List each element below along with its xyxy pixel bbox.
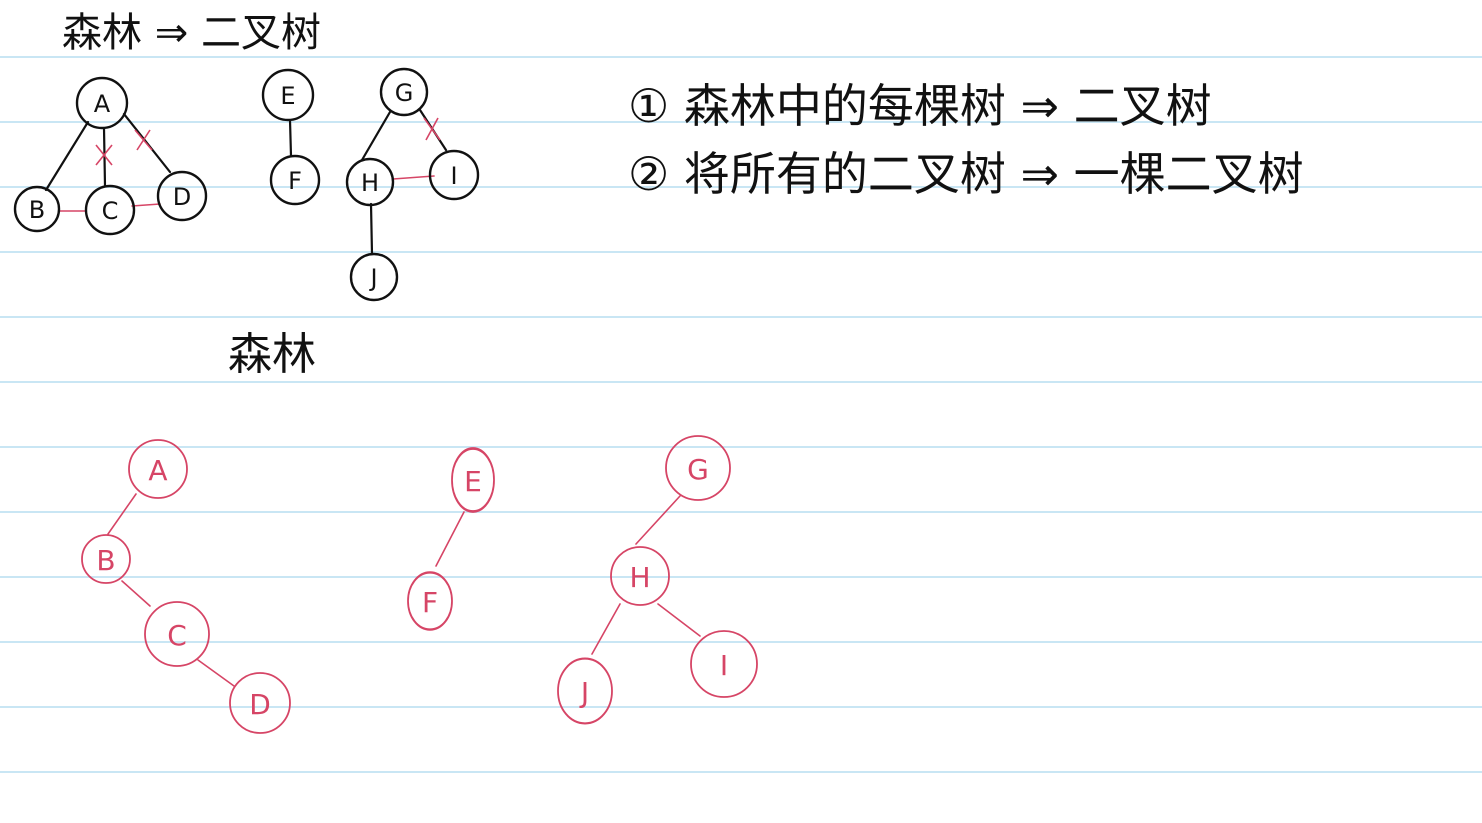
step-1-text: ① 森林中的每棵树 ⇒ 二叉树	[628, 79, 1212, 133]
edge-a-c	[102, 126, 107, 188]
svg-text:E: E	[464, 465, 482, 498]
svg-text:D: D	[249, 688, 271, 721]
edge-g-h	[360, 110, 392, 162]
binary-node-d: D	[229, 672, 291, 734]
edge-a-b	[44, 120, 90, 192]
binary-node-j: J	[557, 657, 613, 725]
forest-label: 森林	[228, 329, 316, 380]
edge-h-j	[369, 202, 374, 256]
node-j: J	[349, 252, 399, 302]
binary-node-b: B	[81, 534, 131, 584]
edge-e-f	[288, 118, 293, 158]
binary-edge-c-d	[197, 659, 235, 687]
node-d: D	[156, 170, 208, 222]
svg-text:J: J	[368, 264, 377, 292]
svg-text:I: I	[450, 162, 457, 190]
node-f: F	[269, 154, 321, 206]
link-h-i	[392, 175, 435, 180]
svg-text:C: C	[167, 619, 187, 652]
svg-text:F: F	[422, 586, 438, 619]
binary-node-c: C	[144, 601, 210, 667]
node-b: B	[13, 185, 61, 233]
svg-text:C: C	[102, 197, 119, 225]
cross-out-mark-g-i	[423, 117, 441, 141]
svg-text:A: A	[148, 454, 167, 487]
binary-node-g: G	[665, 435, 731, 501]
svg-text:A: A	[94, 90, 111, 118]
svg-text:I: I	[720, 649, 728, 682]
binary-edge-g-h	[635, 495, 681, 545]
svg-text:F: F	[288, 167, 302, 195]
binary-node-a: A	[128, 439, 188, 499]
binary-edge-e-f	[435, 511, 465, 567]
svg-text:H: H	[361, 169, 379, 197]
binary-node-f: F	[407, 571, 453, 631]
binary-edge-h-j	[591, 603, 621, 655]
binary-node-i: I	[690, 630, 758, 698]
svg-text:J: J	[579, 676, 589, 709]
svg-text:H: H	[629, 561, 650, 594]
cross-out-mark-a-d	[134, 129, 153, 151]
svg-text:G: G	[395, 79, 414, 107]
step-2-text: ② 将所有的二叉树 ⇒ 一棵二叉树	[628, 147, 1304, 201]
binary-edge-b-c	[121, 580, 151, 607]
binary-edge-a-b	[107, 493, 137, 535]
node-h: H	[345, 157, 395, 207]
node-g: G	[379, 67, 429, 117]
binary-node-e: E	[451, 447, 495, 513]
node-c: C	[84, 184, 136, 236]
svg-text:B: B	[96, 544, 115, 577]
binary-node-h: H	[610, 546, 670, 606]
link-c-d	[131, 203, 161, 207]
svg-text:E: E	[280, 82, 295, 110]
node-i: I	[428, 149, 480, 201]
binary-edge-h-i	[657, 603, 701, 637]
node-a: A	[75, 76, 129, 130]
svg-text:D: D	[173, 183, 191, 211]
svg-text:G: G	[687, 453, 709, 486]
svg-text:B: B	[29, 196, 45, 224]
node-e: E	[261, 68, 315, 122]
cross-out-mark-a-c	[95, 144, 113, 166]
page-title: 森林 ⇒ 二叉树	[62, 10, 321, 56]
